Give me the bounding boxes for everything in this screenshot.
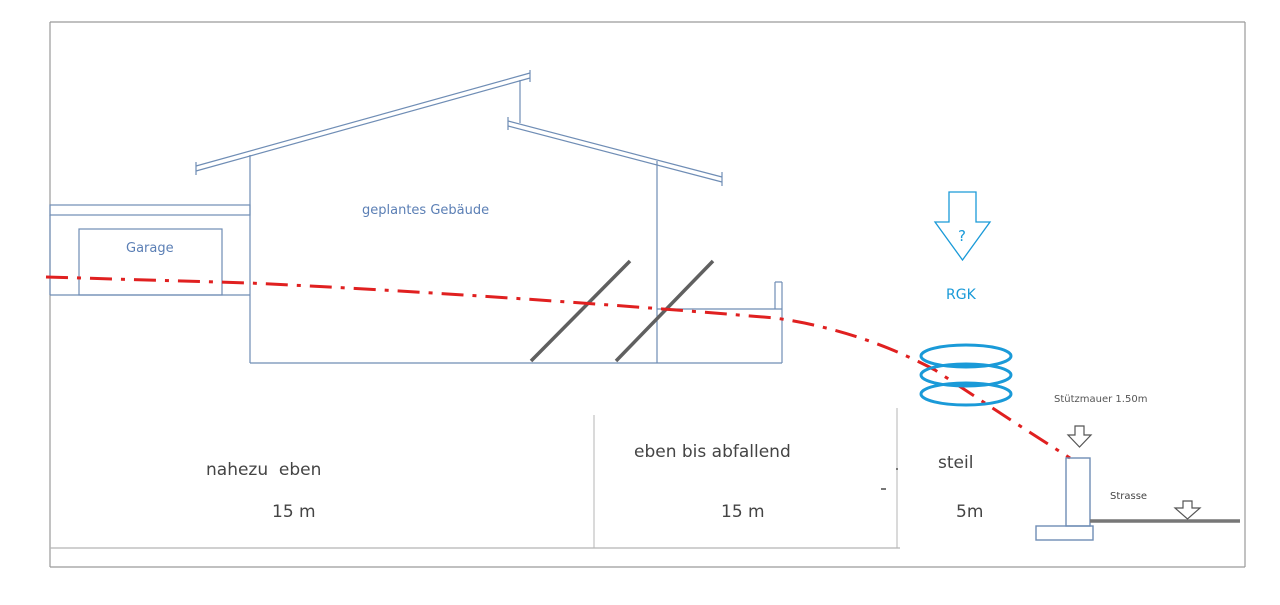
building-label: geplantes Gebäude [362,203,489,218]
question-mark-label: ? [958,227,966,245]
section-description: nahezu eben [206,460,321,480]
rgk-coil [919,343,1013,407]
section-description: eben bis abfallend [634,442,791,462]
arrow-down-outline-icon [1173,500,1202,520]
planned-building [195,70,783,364]
frame [49,21,1246,568]
terrain-profile-line [45,275,1071,460]
section-length: 15 m [272,502,316,522]
hatch-lines [529,259,715,363]
section-description: steil [938,453,973,473]
garage-label: Garage [126,241,174,256]
retaining-wall-label: Stützmauer 1.50m [1054,394,1147,405]
section-dividers [593,408,898,548]
arrow-down-outline-icon [933,191,992,262]
arrow-down-outline-icon [1066,425,1093,448]
garage [49,204,251,296]
stray-marks [881,468,898,490]
section-length: 15 m [721,502,765,522]
retaining-wall [1035,457,1094,541]
rgk-label: RGK [946,287,977,303]
street-label: Strasse [1110,491,1147,502]
section-length: 5m [956,502,983,522]
